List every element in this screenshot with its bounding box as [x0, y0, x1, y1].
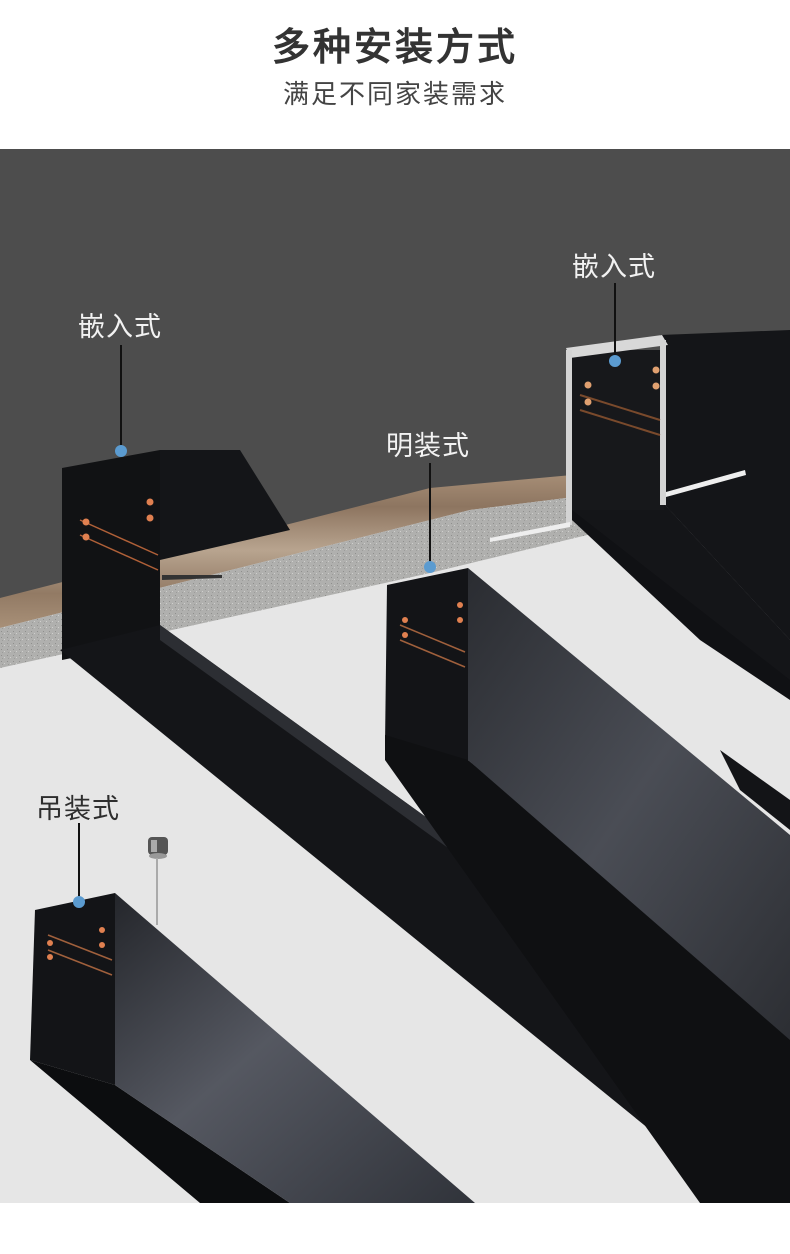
leader-line: [120, 345, 122, 445]
track-surface-face: [468, 568, 790, 1040]
callout-label-surface: 明装式: [386, 431, 470, 462]
page-title: 多种安装方式: [271, 25, 518, 69]
scene-illustration: [0, 149, 790, 1203]
track-left-end: [62, 450, 160, 660]
callout-label-recessed-right: 嵌入式: [572, 252, 656, 283]
leader-line: [614, 283, 616, 357]
track-pendant-end: [30, 893, 115, 1085]
leader-line: [429, 463, 431, 563]
footer-whitespace: [0, 1203, 790, 1254]
header: 多种安装方式 满足不同家装需求: [0, 0, 790, 149]
leader-line: [78, 823, 80, 897]
track-pendant-face: [115, 893, 475, 1203]
callout-label-suspended: 吊装式: [36, 794, 120, 825]
page-subtitle: 满足不同家装需求: [282, 80, 507, 110]
track-right-body: [660, 330, 790, 640]
installation-scene-image: 嵌入式 嵌入式 明装式 吊装式: [0, 149, 790, 1203]
marker-dot-icon: [73, 896, 85, 908]
marker-dot-icon: [609, 355, 621, 367]
marker-dot-icon: [424, 561, 436, 573]
ceiling-cable-mount-icon: [148, 837, 168, 925]
callout-label-recessed-left: 嵌入式: [78, 312, 162, 343]
marker-dot-icon: [115, 445, 127, 457]
